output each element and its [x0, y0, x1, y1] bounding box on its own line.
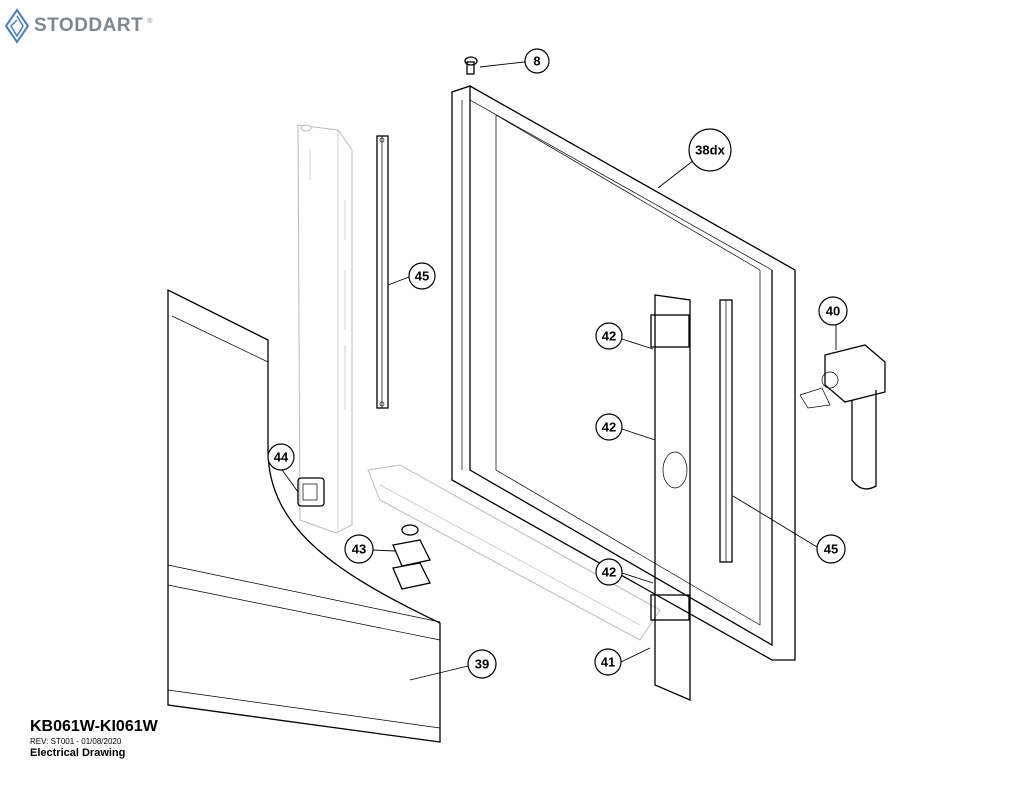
drawing-title: Electrical Drawing: [30, 747, 126, 759]
callout-41-label: 41: [601, 655, 615, 670]
callout-42-bottom-label: 42: [602, 565, 616, 580]
part-43-magnet-brackets: [392, 524, 431, 590]
ghost-hinge-column: [297, 124, 353, 534]
callout-40: 40: [818, 296, 848, 326]
callout-44-label: 44: [274, 450, 289, 465]
callout-8: 8: [524, 48, 550, 74]
callout-42-top: 42: [595, 322, 623, 350]
callout-42-middle-label: 42: [602, 420, 616, 435]
model-number: KB061W-KI061W: [30, 718, 158, 735]
callout-39-label: 39: [475, 657, 489, 672]
callout-45-left: 45: [408, 262, 436, 290]
stoddart-diamond-logo-icon: [4, 8, 30, 44]
callout-41: 41: [594, 648, 622, 676]
callout-38dx: 38dx: [688, 128, 732, 172]
part-38dx-door-frame: [451, 85, 796, 661]
part-45-rod-right: [719, 299, 733, 563]
revision-label: REV: ST001 - 01/08/2020: [30, 737, 122, 746]
callout-45-right-label: 45: [824, 542, 838, 557]
callout-40-label: 40: [826, 304, 840, 319]
callout-42-bottom: 42: [595, 558, 623, 586]
brand-name: STODDART: [34, 15, 144, 36]
callout-45-right: 45: [816, 534, 846, 564]
callout-8-label: 8: [533, 54, 540, 69]
part-39-glass-panel: [167, 288, 441, 743]
callout-39: 39: [467, 649, 497, 679]
brand-logo: STODDART ®: [4, 8, 152, 44]
part-8-screw: [464, 56, 478, 75]
title-block: KB061W-KI061W REV: ST001 - 01/08/2020 El…: [30, 717, 158, 760]
callout-43-label: 43: [352, 542, 366, 557]
callout-42-top-label: 42: [602, 329, 616, 344]
part-45-rod-left: [376, 135, 389, 409]
callout-43: 43: [344, 534, 374, 564]
callout-44: 44: [267, 443, 295, 471]
ghost-bottom-rail: [367, 464, 661, 641]
electrical-mounting-plate: [650, 294, 691, 701]
callout-38dx-label: 38dx: [695, 143, 725, 158]
part-40-handle: [799, 344, 886, 490]
callout-42-middle: 42: [595, 413, 623, 441]
trademark-symbol: ®: [147, 17, 153, 25]
callout-45-left-label: 45: [415, 269, 429, 284]
